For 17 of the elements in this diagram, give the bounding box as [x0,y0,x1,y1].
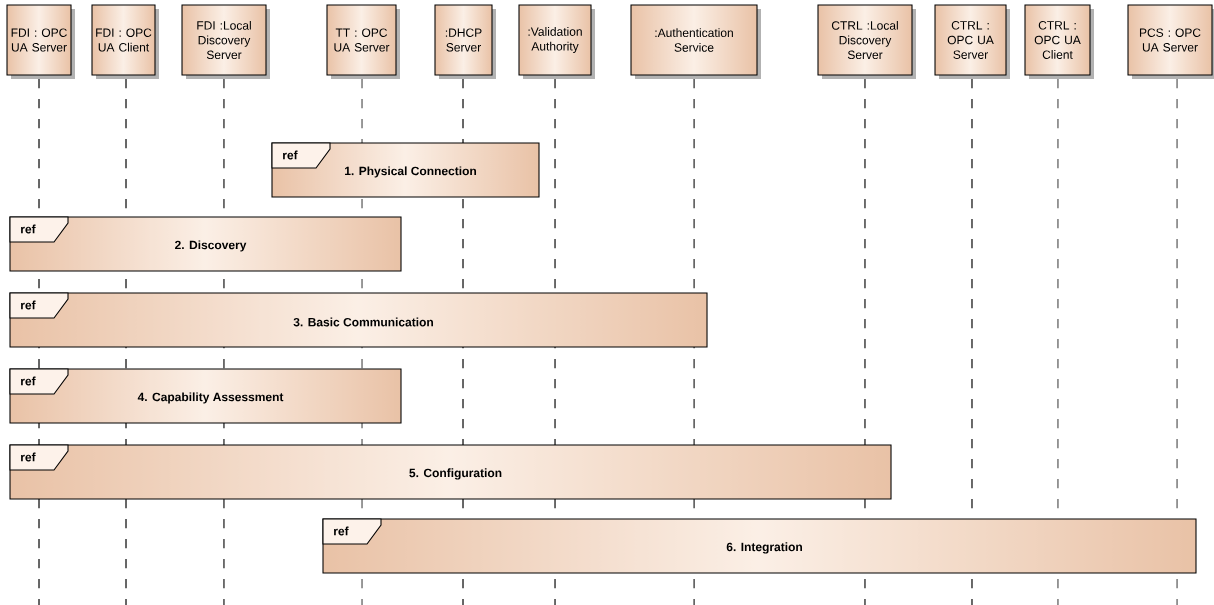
ref-frame: ref 6. Integration [322,518,1197,574]
ref-frame: ref 5. Configuration [9,444,892,500]
ref-frame: ref 2. Discovery [9,216,402,272]
lifeline-header: :Validation Authority [518,4,595,79]
ref-frame: ref 4. Capability Assessment [9,368,402,424]
lifeline-header: CTRL : OPC UA Server [934,4,1010,79]
ref-frame: ref 3. Basic Communication [9,292,708,348]
lifeline-header: :DHCP Server [434,4,496,79]
lifeline-header: CTRL : OPC UA Client [1024,4,1094,79]
lifeline-header: PCS : OPC UA Server [1127,4,1214,79]
lifeline-header: :Authentication Service [630,4,761,79]
ref-frame: ref 1. Physical Connection [271,142,540,198]
lifeline-header: FDI : OPC UA Client [91,4,159,79]
lifeline-header: FDI : OPC UA Server [6,4,75,79]
lifeline-header: TT : OPC UA Server [326,4,400,79]
lifeline-header: FDI :Local Discovery Server [181,4,270,79]
lifeline-header: CTRL :Local Discovery Server [817,4,916,79]
